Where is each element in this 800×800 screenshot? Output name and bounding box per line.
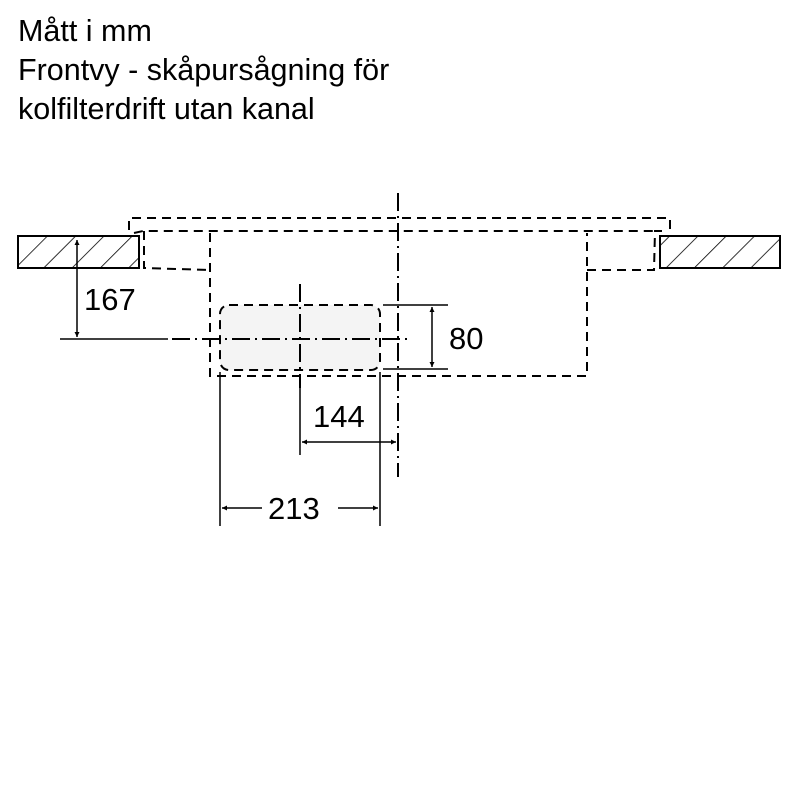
- dimension-80: 80: [383, 304, 483, 370]
- title-line-view: Frontvy - skåpursågning för: [18, 53, 390, 87]
- centerlines: [172, 193, 408, 477]
- drawing-title: Mått i mm Frontvy - skåpursågning för ko…: [18, 12, 389, 129]
- right-countertop: [659, 235, 781, 269]
- dimension-label-213: 213: [268, 491, 320, 526]
- title-line-units: Mått i mm: [18, 14, 152, 48]
- dimension-144: 144: [299, 388, 396, 455]
- dimension-label-80: 80: [449, 321, 483, 356]
- title-line-mode: kolfilterdrift utan kanal: [18, 92, 315, 126]
- dimension-213: 213: [219, 372, 381, 526]
- dimension-label-144: 144: [313, 399, 365, 434]
- dimension-167: 167: [60, 240, 168, 340]
- dimension-label-167: 167: [84, 282, 136, 317]
- cabinet-outline: [128, 217, 671, 377]
- left-countertop: [17, 235, 140, 269]
